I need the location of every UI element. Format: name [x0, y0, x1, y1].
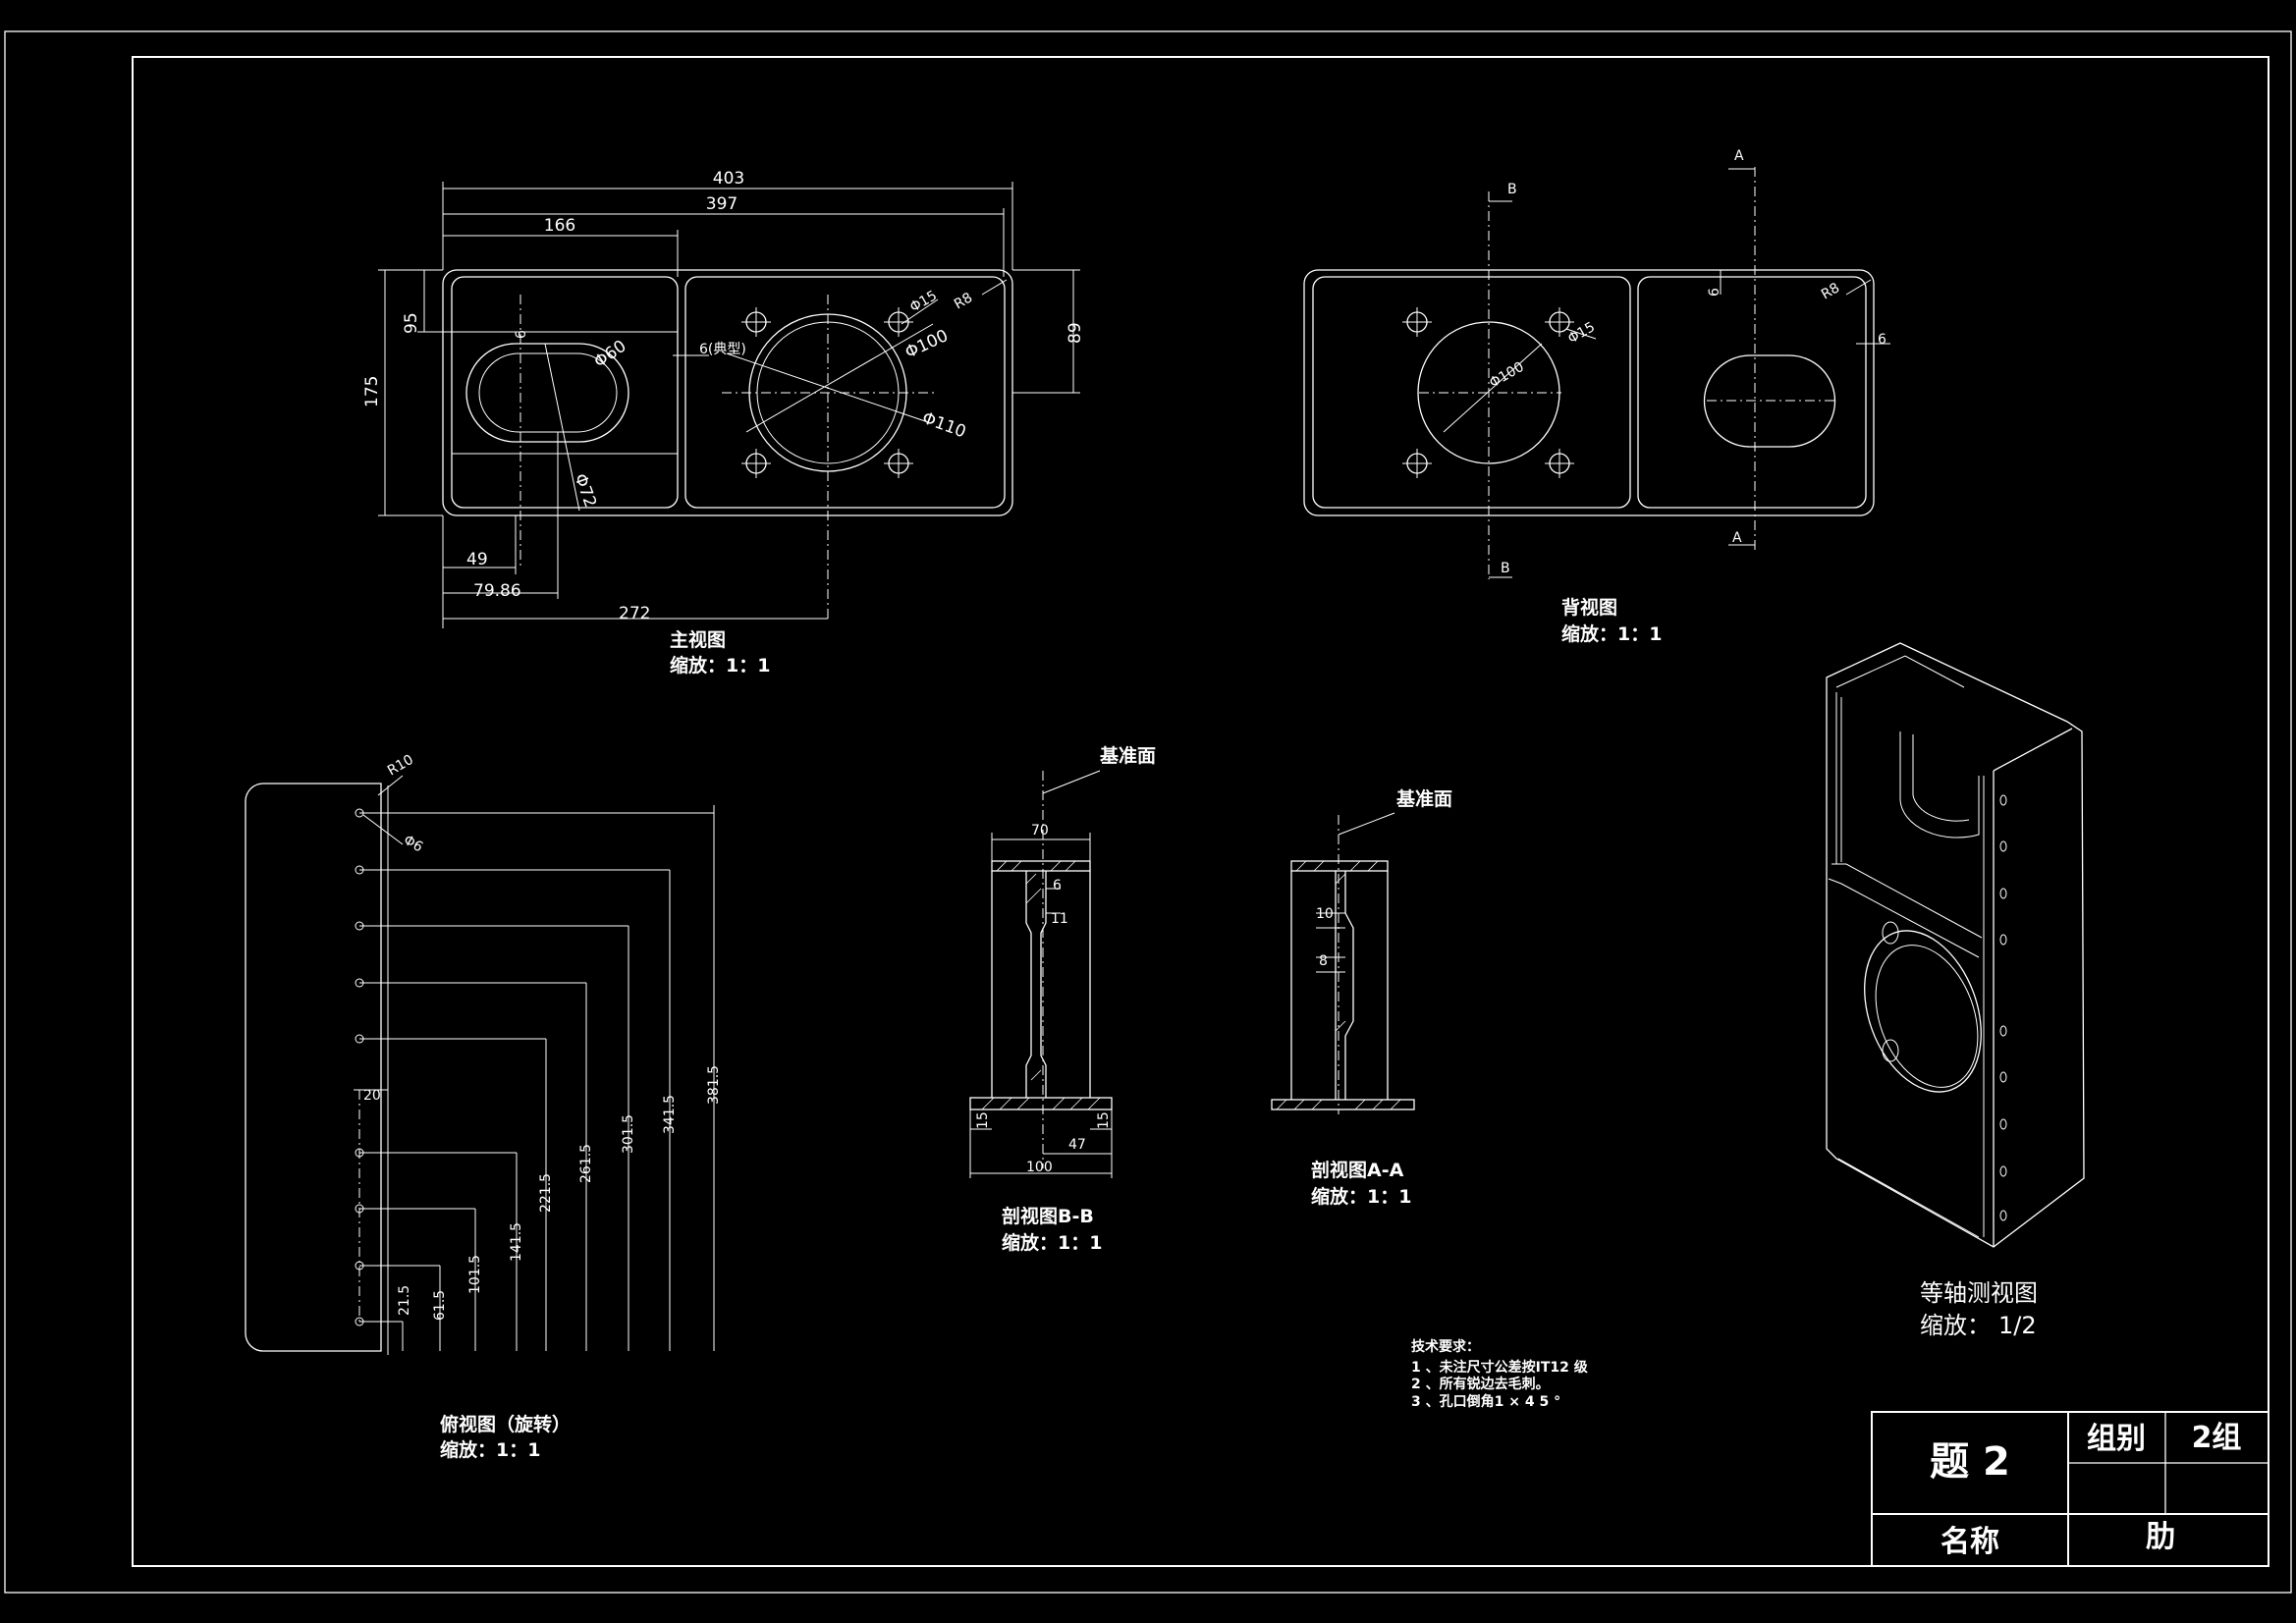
section-aa-title: 剖视图A-A — [1311, 1159, 1404, 1181]
tech-note-3: 3 、孔口倒角1 × 4 5 ° — [1411, 1393, 1560, 1410]
top-view: R10 Φ6 20 21.5 61.5 101.5 141.5 221.5 26… — [245, 752, 722, 1355]
dim-272: 272 — [619, 604, 650, 623]
dim-phi60: Φ60 — [590, 337, 629, 372]
dim-95: 95 — [402, 312, 421, 334]
title-block: 题 2 组别 2组 名称 肋 — [1871, 1411, 2269, 1567]
dim-79-86: 79.86 — [473, 581, 521, 601]
back-view-scale: 缩放：1：1 — [1561, 622, 1662, 645]
dim-6-back-side: 6 — [1878, 332, 1886, 348]
dim-phi6: Φ6 — [401, 833, 425, 856]
iso-view-title: 等轴测视图 — [1920, 1279, 2038, 1307]
dim-6-slot: 6 — [514, 330, 529, 339]
dim-phi15-back: Φ15 — [1565, 319, 1598, 347]
dim-341-5: 341.5 — [662, 1095, 678, 1134]
dim-6-bb: 6 — [1053, 878, 1062, 893]
tech-note-2: 2 、所有锐边去毛刺。 — [1411, 1376, 1550, 1392]
dim-381-5: 381.5 — [706, 1065, 722, 1105]
title-block-name-label: 名称 — [1941, 1525, 1999, 1559]
datum-plane-label-bb: 基准面 — [1099, 744, 1156, 767]
dim-r10: R10 — [385, 752, 416, 780]
section-bb-scale: 缩放：1：1 — [1002, 1231, 1102, 1254]
top-view-title: 俯视图（旋转） — [440, 1413, 571, 1435]
technical-requirements: 技术要求： 1 、未注尺寸公差按IT12 级 2 、所有锐边去毛刺。 3 、孔口… — [1411, 1338, 1589, 1410]
dim-89: 89 — [1066, 322, 1085, 344]
section-aa-scale: 缩放：1：1 — [1311, 1185, 1411, 1208]
section-mark-b-bottom: B — [1501, 561, 1510, 576]
dim-phi15: Φ15 — [907, 288, 940, 315]
dim-phi110: Φ110 — [919, 408, 968, 442]
back-view: B B A A 6 R8 6 Φ15 Φ100 — [1303, 148, 1890, 579]
dim-100: 100 — [1026, 1160, 1053, 1175]
dim-6-typical: 6(典型) — [699, 342, 746, 357]
section-mark-a-top: A — [1734, 148, 1744, 164]
dim-21-5: 21.5 — [397, 1285, 412, 1316]
dim-261-5: 261.5 — [578, 1144, 594, 1183]
iso-view-scale-value: 1/2 — [1998, 1312, 2037, 1339]
title-block-group-value: 2组 — [2192, 1421, 2242, 1455]
section-mark-a-bottom: A — [1732, 530, 1742, 546]
dim-15-right: 15 — [1096, 1111, 1112, 1129]
title-block-name-value: 肋 — [2146, 1520, 2175, 1554]
tech-note-1: 1 、未注尺寸公差按IT12 级 — [1411, 1359, 1589, 1376]
tech-notes-heading: 技术要求： — [1411, 1338, 1480, 1355]
datum-plane-label-aa: 基准面 — [1395, 787, 1452, 810]
dim-phi72: Φ72 — [570, 471, 600, 511]
dim-6-back: 6 — [1707, 288, 1722, 297]
dim-8: 8 — [1319, 953, 1328, 969]
sheet-border — [4, 30, 2292, 1594]
dim-301-5: 301.5 — [621, 1114, 636, 1154]
dim-70: 70 — [1031, 823, 1049, 839]
section-bb-title: 剖视图B-B — [1002, 1205, 1094, 1227]
dim-61-5: 61.5 — [432, 1290, 448, 1321]
dim-397: 397 — [706, 194, 738, 214]
dim-403: 403 — [713, 169, 744, 189]
dim-49: 49 — [466, 550, 488, 569]
dim-10: 10 — [1316, 906, 1334, 922]
isometric-view — [1826, 642, 2085, 1248]
dim-11: 11 — [1051, 911, 1068, 927]
dim-221-5: 221.5 — [538, 1173, 554, 1213]
dim-101-5: 101.5 — [467, 1255, 483, 1294]
title-block-group-label: 组别 — [2087, 1422, 2146, 1456]
section-mark-b-top: B — [1507, 182, 1517, 197]
drawing-frame — [132, 56, 2269, 1567]
dim-phi100-back: Φ100 — [1487, 359, 1527, 392]
dim-phi100: Φ100 — [902, 326, 952, 363]
dim-r8: R8 — [952, 290, 975, 312]
back-view-title: 背视图 — [1561, 596, 1617, 619]
dim-141-5: 141.5 — [509, 1222, 524, 1262]
iso-view-scale: 缩放： — [1920, 1312, 1991, 1339]
dim-47: 47 — [1068, 1137, 1086, 1153]
section-bb-view: 基准面 70 6 11 15 15 47 100 — [969, 744, 1156, 1178]
front-view-title: 主视图 — [670, 628, 726, 651]
front-view-scale: 缩放：1：1 — [670, 654, 770, 676]
title-block-title: 题 2 — [1930, 1439, 2010, 1485]
top-view-scale: 缩放：1：1 — [440, 1438, 540, 1461]
dim-20: 20 — [363, 1088, 381, 1104]
dim-15-left: 15 — [975, 1111, 991, 1129]
front-view: 403 397 166 95 175 89 6 Φ60 Φ72 6(典型) Φ1… — [362, 169, 1085, 628]
dim-166: 166 — [544, 216, 575, 236]
dim-175: 175 — [362, 376, 382, 407]
dim-r8-back: R8 — [1819, 280, 1842, 302]
section-aa-view: 基准面 10 8 — [1271, 787, 1452, 1114]
